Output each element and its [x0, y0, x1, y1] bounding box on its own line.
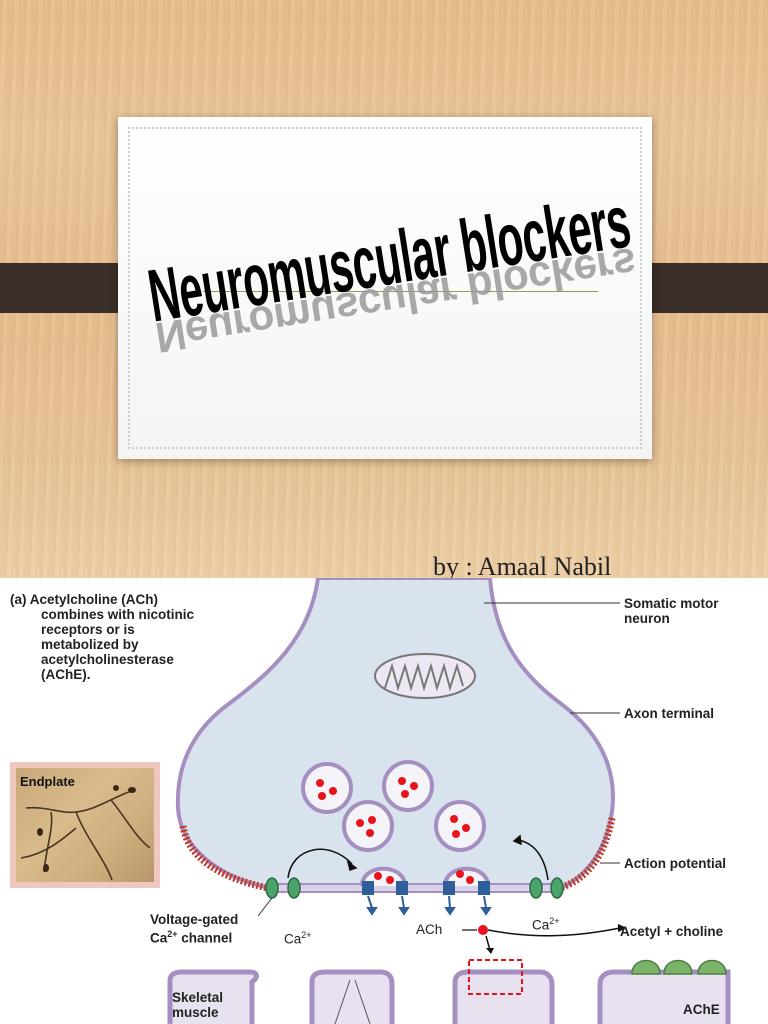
ach-breakdown-arrow	[487, 927, 621, 937]
author-byline: by : Amaal Nabil	[433, 552, 612, 578]
fold-lines	[334, 979, 371, 1024]
caption-line: (AChE).	[41, 667, 91, 682]
part-letter: (a)	[10, 592, 27, 607]
highlight-box	[468, 959, 523, 995]
title-card-border	[128, 127, 642, 449]
ache-enzymes	[631, 959, 727, 975]
figure-caption: (a) Acetylcholine (ACh) combines with ni…	[10, 592, 194, 682]
title-slide: Neuromuscular blockers Neuromuscular blo…	[0, 0, 768, 578]
nerve-fibers-image	[20, 785, 151, 881]
action-potential-left	[179, 825, 269, 892]
calcium-label-left: Ca2+	[284, 930, 312, 947]
caption-line: combines with nicotinic	[41, 607, 195, 622]
axon-terminal-label: Axon terminal	[624, 706, 715, 721]
calcium-channels	[265, 877, 564, 899]
voltage-gated-channel-label: Voltage-gated Ca2+ channel	[150, 912, 239, 946]
calcium-influx-arrows	[287, 834, 549, 881]
diagram-slide: (a) Acetylcholine (ACh) combines with ni…	[0, 578, 768, 1024]
acetyl-choline-label: Acetyl + choline	[620, 924, 724, 939]
endplate-label: Endplate	[20, 774, 75, 789]
mitochondrion	[374, 653, 476, 699]
ache-label: AChE	[683, 1002, 720, 1017]
nicotinic-receptors	[362, 881, 490, 895]
muscle-folds	[167, 969, 731, 1024]
caption-line: metabolized by	[41, 637, 139, 652]
title-card	[118, 117, 652, 459]
endplate-micrograph: Endplate	[10, 762, 160, 888]
caption-line: Acetylcholine (ACh)	[29, 592, 159, 607]
decorative-band-left	[0, 263, 122, 313]
action-potential-label: Action potential	[624, 856, 726, 871]
calcium-label-right: Ca2+	[532, 916, 560, 933]
docking-vesicles	[360, 866, 490, 887]
ach-molecule	[478, 925, 488, 935]
title-underline	[203, 291, 598, 292]
somatic-motor-neuron-label: Somatic motor neuron	[624, 596, 719, 626]
release-arrows	[366, 895, 492, 916]
presynaptic-membrane	[271, 883, 563, 893]
neuromuscular-junction-diagram	[167, 578, 731, 1024]
skeletal-muscle-label: Skeletal muscle	[172, 990, 224, 1020]
ach-label: ACh	[416, 922, 443, 937]
caption-line: receptors or is	[41, 622, 135, 637]
caption-line: acetylcholinesterase	[41, 652, 174, 667]
synaptic-vesicles	[301, 760, 486, 852]
axon-terminal-shape	[175, 578, 615, 890]
